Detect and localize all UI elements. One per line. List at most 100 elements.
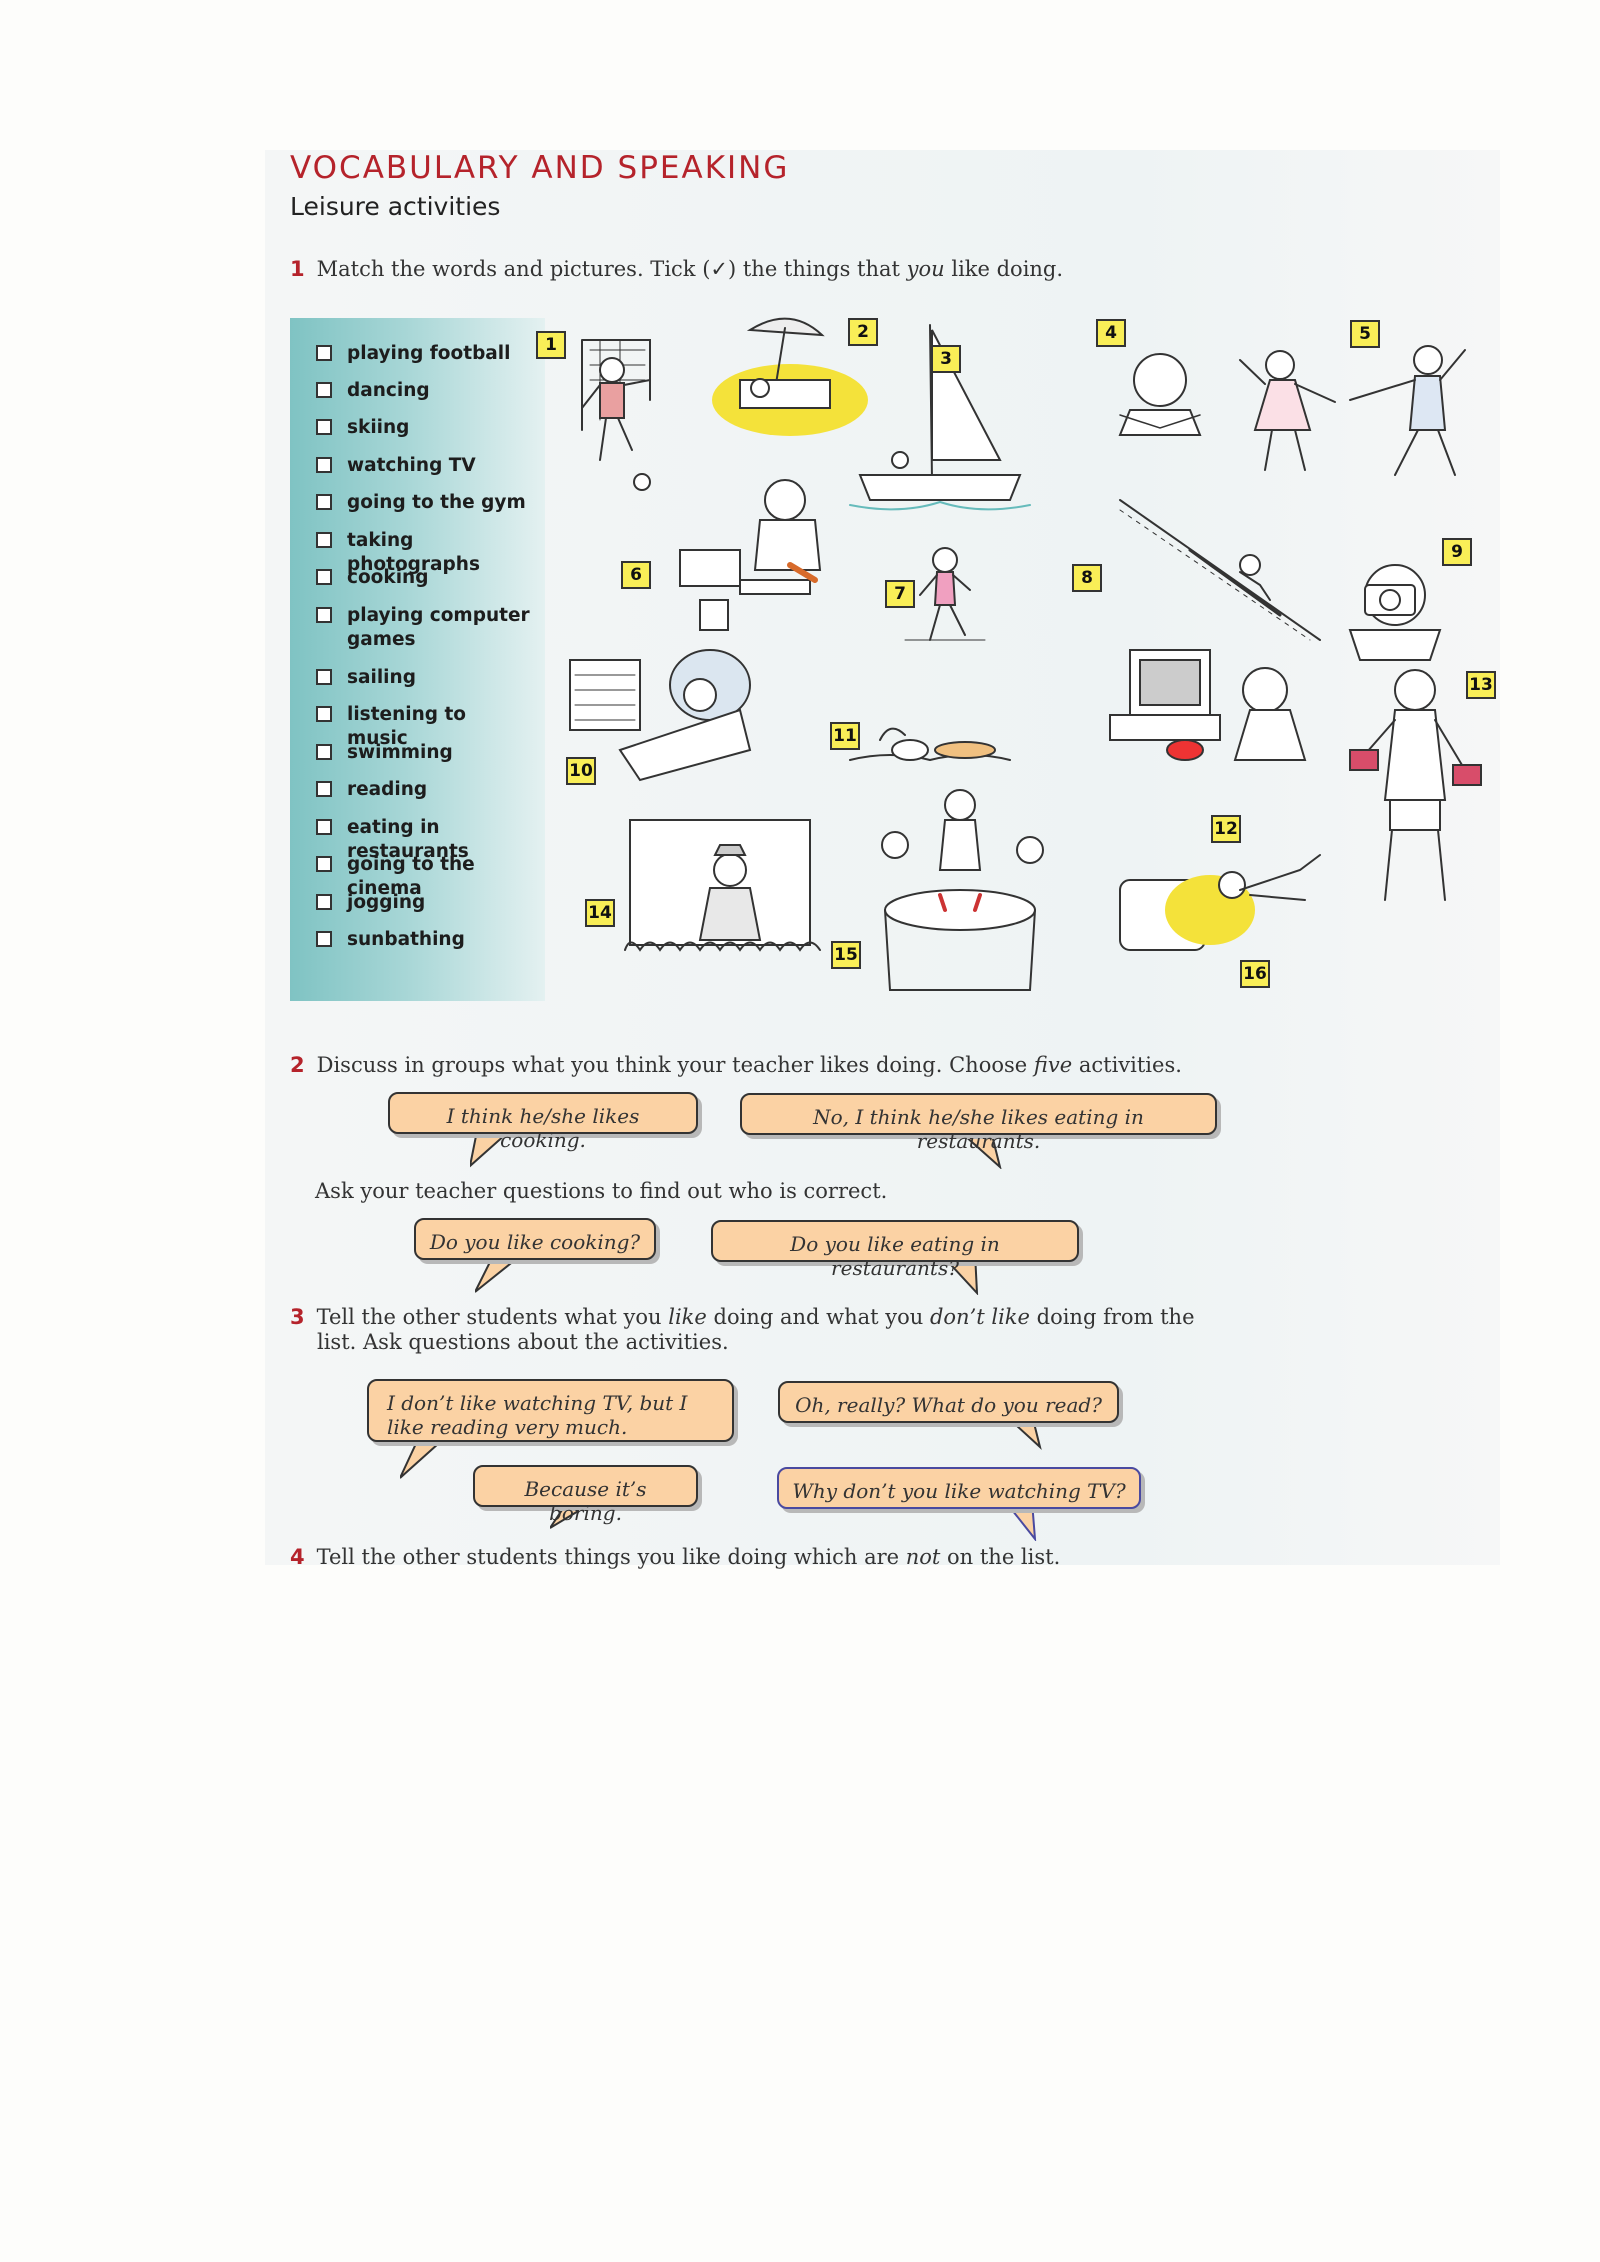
bubble-text: No, I think he/she likes eating in resta…	[813, 1105, 1144, 1153]
exercise-number: 2	[290, 1053, 305, 1077]
computer-sketch	[1109, 649, 1307, 761]
bubble-tail	[470, 1126, 516, 1168]
checkbox[interactable]	[316, 819, 332, 835]
picture-number-tag: 6	[621, 561, 651, 589]
speech-bubble: No, I think he/she likes eating in resta…	[740, 1093, 1217, 1153]
cooking-sketch	[679, 479, 822, 631]
exercise-3-instruction: 3 Tell the other students what you like d…	[290, 1305, 1195, 1355]
bubble-text: I think he/she likes cooking.	[446, 1104, 640, 1152]
picture-number-tag: 16	[1240, 960, 1270, 988]
dancing-sketch	[1239, 345, 1466, 476]
word-item[interactable]: going to the gym	[316, 491, 532, 515]
word-item[interactable]: playing football	[316, 342, 532, 366]
speech-bubble: I think he/she likes cooking.	[388, 1092, 698, 1152]
word-label: playing football	[347, 343, 511, 364]
checkbox[interactable]	[316, 744, 332, 760]
checkbox[interactable]	[316, 856, 332, 872]
page-subtitle: Leisure activities	[290, 192, 501, 221]
speech-bubble: Because it’s boring.	[473, 1465, 698, 1525]
word-item[interactable]: sailing	[316, 666, 532, 690]
word-label: cooking	[347, 567, 429, 588]
exercise-text: Match the words and pictures. Tick (✓) t…	[316, 257, 1064, 281]
checkbox[interactable]	[316, 781, 332, 797]
picture-number-tag: 13	[1466, 671, 1496, 699]
word-item[interactable]: dancing	[316, 379, 532, 403]
word-label: listening to music	[347, 704, 467, 749]
word-item[interactable]: reading	[316, 778, 532, 802]
restaurant-sketch	[881, 789, 1044, 991]
checkbox[interactable]	[316, 345, 332, 361]
bubble-tail	[954, 1127, 1002, 1169]
jogging-sketch	[904, 547, 986, 641]
gym-sketch	[1349, 669, 1482, 901]
exercise-2-instruction: 2 Discuss in groups what you think your t…	[290, 1053, 1182, 1078]
bubble-text: Why don’t you like watching TV?	[792, 1479, 1126, 1503]
exercise-number: 3	[290, 1305, 305, 1329]
word-label: eating in restaurants	[347, 817, 469, 862]
picture-number-tag: 2	[848, 318, 878, 346]
bubble-tail	[939, 1253, 979, 1295]
checkbox[interactable]	[316, 532, 332, 548]
word-item[interactable]: going to the cinema	[316, 853, 532, 901]
word-label: sailing	[347, 667, 416, 688]
checkbox[interactable]	[316, 931, 332, 947]
checkbox[interactable]	[316, 894, 332, 910]
word-list-panel	[290, 318, 545, 1001]
bubble-text: Do you like eating in restaurants?	[790, 1232, 1000, 1280]
checkbox[interactable]	[316, 382, 332, 398]
checkbox[interactable]	[316, 419, 332, 435]
activities-illustration	[569, 317, 1482, 991]
word-item[interactable]: listening to music	[316, 703, 532, 751]
picture-number-tag: 14	[585, 899, 615, 927]
picture-number-tag: 8	[1072, 564, 1102, 592]
speech-bubble: Why don’t you like watching TV?	[777, 1467, 1141, 1509]
bubble-tail	[475, 1252, 526, 1293]
checkbox[interactable]	[316, 669, 332, 685]
word-label: going to the gym	[347, 492, 526, 513]
swimming-sketch	[849, 727, 1011, 762]
exercise-text: Discuss in groups what you think your te…	[316, 1053, 1182, 1077]
word-label: playing computer games	[347, 605, 530, 650]
speech-bubble: I don’t like watching TV, but I like rea…	[367, 1379, 734, 1442]
word-item[interactable]: swimming	[316, 741, 532, 765]
exercise-number: 4	[290, 1545, 305, 1569]
exercise-text: Tell the other students things you like …	[316, 1545, 1061, 1569]
word-label: swimming	[347, 742, 453, 763]
checkbox[interactable]	[316, 569, 332, 585]
picture-number-tag: 10	[566, 757, 596, 785]
word-item[interactable]: watching TV	[316, 454, 532, 478]
page-title: VOCABULARY AND SPEAKING	[290, 150, 790, 186]
speech-bubble: Do you like cooking?	[414, 1218, 656, 1260]
word-item[interactable]: jogging	[316, 891, 532, 915]
word-item[interactable]: playing computer games	[316, 604, 532, 652]
bubble-text: Oh, really? What do you read?	[795, 1393, 1102, 1417]
sunbathing-sketch	[712, 317, 868, 436]
picture-number-tag: 3	[931, 345, 961, 373]
checkbox[interactable]	[316, 457, 332, 473]
word-item[interactable]: sunbathing	[316, 928, 532, 952]
checkbox[interactable]	[316, 494, 332, 510]
word-item[interactable]: eating in restaurants	[316, 816, 532, 864]
tv-sketch	[1119, 854, 1321, 951]
word-item[interactable]: cooking	[316, 566, 532, 590]
checkbox[interactable]	[316, 607, 332, 623]
exercise-2-followup: Ask your teacher questions to find out w…	[315, 1179, 888, 1203]
word-label: jogging	[347, 892, 426, 913]
word-item[interactable]: skiing	[316, 416, 532, 440]
photographer-sketch	[1348, 564, 1442, 661]
bubble-tail	[1004, 1415, 1042, 1450]
word-label: going to the cinema	[347, 854, 475, 899]
picture-number-tag: 5	[1350, 320, 1380, 348]
bubble-tail	[1004, 1501, 1037, 1541]
music-sketch	[569, 649, 752, 782]
picture-number-tag: 12	[1211, 815, 1241, 843]
reading-sketch	[1118, 353, 1202, 436]
checkbox[interactable]	[316, 706, 332, 722]
picture-number-tag: 9	[1442, 538, 1472, 566]
exercise-text: Tell the other students what you like do…	[316, 1305, 1195, 1329]
exercise-number: 1	[290, 257, 305, 281]
word-item[interactable]: taking photographs	[316, 529, 532, 577]
exercise-4-instruction: 4 Tell the other students things you like…	[290, 1545, 1060, 1570]
word-label: taking photographs	[347, 530, 480, 575]
bubble-text: I don’t like watching TV, but I like rea…	[387, 1391, 688, 1439]
